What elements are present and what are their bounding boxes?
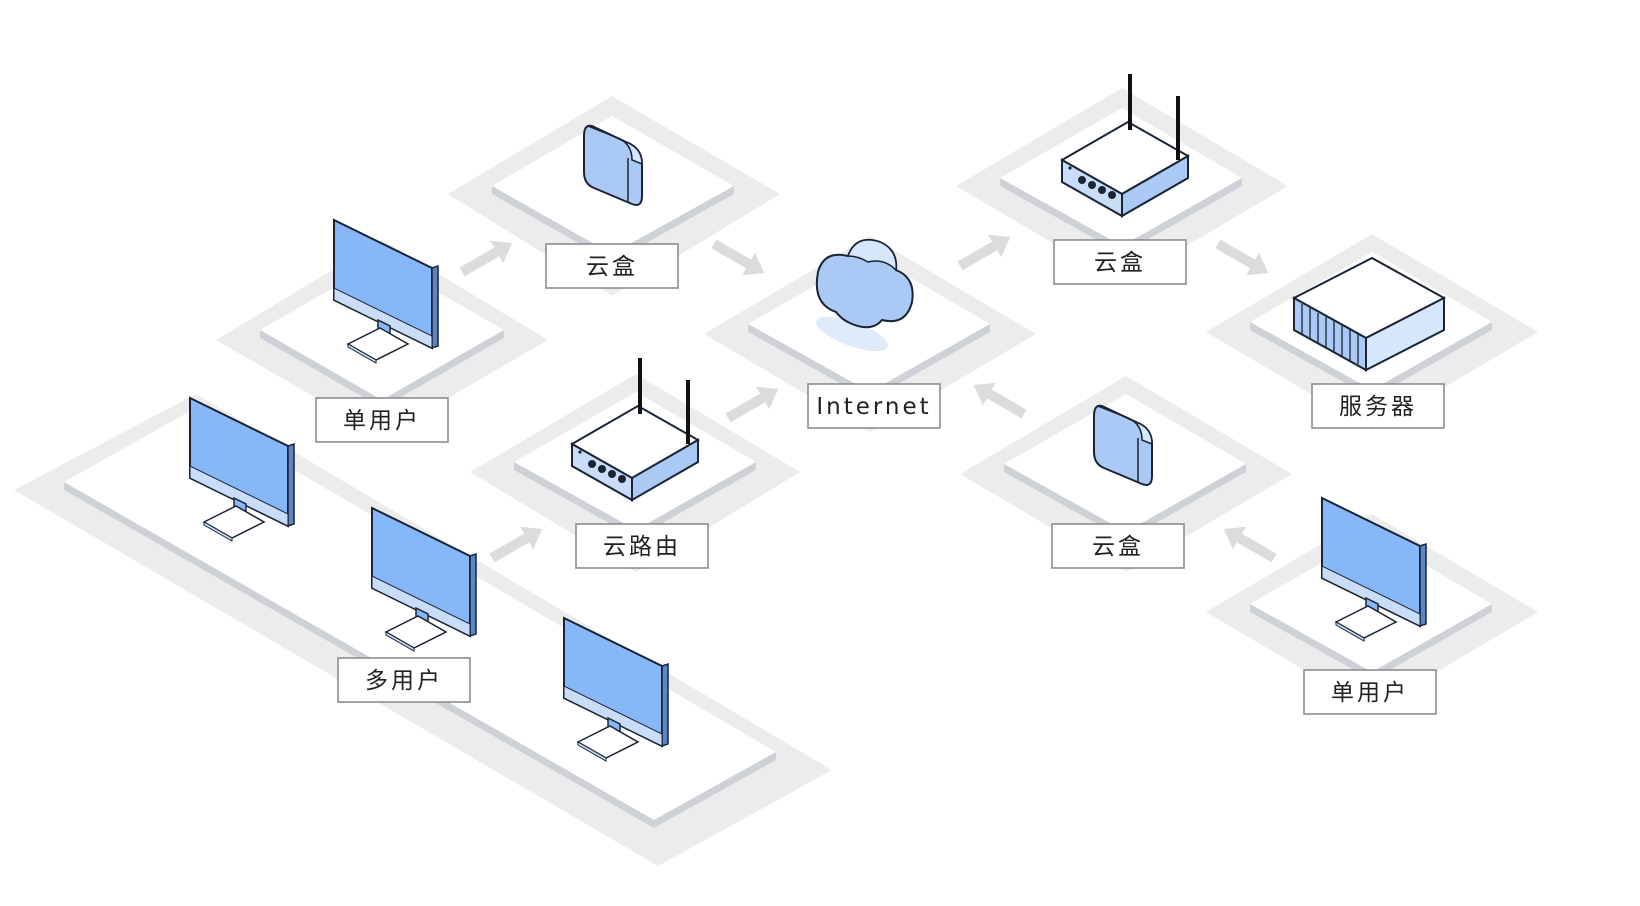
label-text: 云盒 (1094, 250, 1146, 276)
labels: 云盒 单用户 云路由 多用户 Internet 云盒 服务器 云盒 (315, 239, 1445, 715)
label-cloud-box-top: 云盒 (545, 243, 679, 289)
arrow-icon (485, 517, 549, 570)
label-text: 云路由 (603, 534, 681, 560)
arrow-icon (707, 232, 771, 285)
label-single-user-right: 单用户 (1303, 669, 1437, 715)
label-text: 单用户 (343, 408, 421, 434)
label-text: 服务器 (1339, 394, 1417, 420)
arrow-icon (1211, 232, 1275, 285)
arrow-icon (1217, 517, 1281, 570)
label-text: 云盒 (586, 254, 638, 280)
label-internet: Internet (807, 383, 941, 429)
label-multi-user: 多用户 (337, 657, 471, 703)
arrow-icon (721, 377, 785, 430)
arrow-icon (953, 225, 1017, 278)
arrow-icon (455, 231, 519, 284)
label-server: 服务器 (1311, 383, 1445, 429)
label-text: 云盒 (1092, 534, 1144, 560)
arrow-icon (967, 373, 1031, 426)
label-text: 单用户 (1331, 680, 1409, 706)
label-text: Internet (816, 394, 931, 420)
devices (189, 72, 1445, 762)
label-single-user-left: 单用户 (315, 397, 449, 443)
label-cloud-box-right-bottom: 云盒 (1051, 523, 1185, 569)
label-text: 多用户 (365, 668, 443, 694)
cloud-icon (815, 238, 914, 352)
label-cloud-box-right-top: 云盒 (1053, 239, 1187, 285)
label-cloud-router: 云路由 (575, 523, 709, 569)
